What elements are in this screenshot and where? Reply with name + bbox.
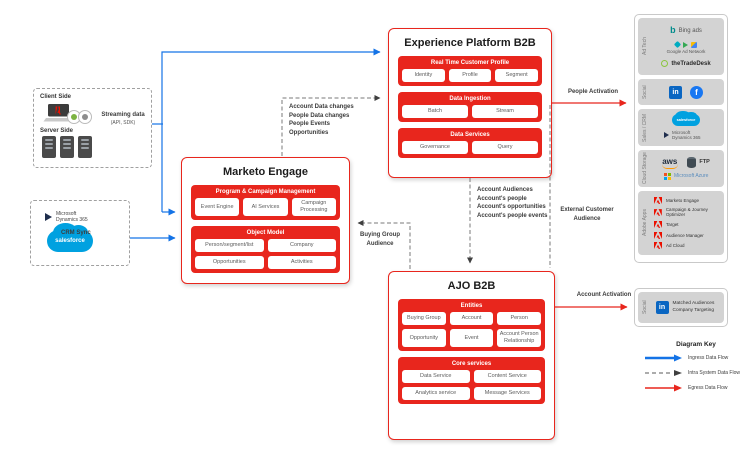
crm-sync-label: CRM Sync — [61, 230, 91, 236]
dest-group-sales-crm: Sales / CRM salesforce Microsoft Dynamic… — [638, 109, 724, 146]
adobe-icon — [654, 196, 662, 204]
chip-activities: Activities — [267, 256, 336, 270]
adobe-icon — [654, 231, 662, 239]
ajo-b2b-box: AJO B2B Entities Buying Group Account Pe… — [388, 271, 555, 440]
adobe-app-ad-cloud: Ad Cloud — [654, 242, 717, 250]
key-intra-system: Intra System Data Flow — [645, 369, 747, 377]
adobe-icon — [654, 208, 662, 216]
crm-sources-group: Microsoft Dynamics 365 salesforce — [30, 200, 130, 266]
salesforce-mini-logo: salesforce — [672, 110, 700, 127]
client-devices-icon — [42, 102, 145, 124]
adobe-app-marketo: Marketo Engage — [654, 196, 717, 204]
chip-person: Person — [497, 312, 542, 325]
dest-group-account-social: Social in Matched Audiences Company Targ… — [638, 292, 724, 323]
key-egress: Egress Data Flow — [645, 384, 747, 392]
marketo-section-object-model: Object Model Person/segment/list Company… — [191, 226, 340, 274]
microsoft-icon — [663, 172, 671, 181]
dynamics365-logo: Microsoft Dynamics 365 — [45, 211, 123, 224]
epp-to-ajo-label: Account Audiences Account's people Accou… — [477, 187, 548, 220]
client-side-label: Client Side — [40, 94, 72, 100]
chip-segment: Segment — [495, 69, 539, 82]
dest-group-cloud-storage: Cloud Storage aws FTP Microsoft Azure — [638, 150, 724, 187]
destinations-panel: Ad Tech b Bing ads Google Ad Network the… — [634, 14, 728, 263]
salesforce-logo: salesforce — [47, 222, 93, 252]
chip-company: Company — [267, 239, 336, 253]
external-customer-audience-label: External Customer Audience — [560, 207, 614, 222]
dynamics-chevron-icon — [664, 132, 669, 139]
chip-content-service: Content Service — [473, 370, 541, 384]
chip-data-service: Data Service — [402, 370, 470, 384]
laptop-icon — [43, 104, 75, 122]
dest-group-ad-tech: Ad Tech b Bing ads Google Ad Network the… — [638, 18, 724, 75]
dest-group-social: Social in f — [638, 79, 724, 105]
server-side-label: Server Side — [40, 128, 74, 134]
epp-section-realtime-profile: Real Time Customer Profile Identity Prof… — [398, 56, 542, 86]
chip-message-services: Message Services — [473, 387, 541, 401]
chip-event-engine: Event Engine — [195, 198, 240, 217]
egress-arrow-icon — [645, 384, 682, 392]
apple-icon — [78, 110, 92, 124]
epp-section-data-ingestion: Data Ingestion Batch Stream — [398, 92, 542, 122]
aws-logo: aws — [662, 157, 679, 170]
linkedin-icon: in — [655, 301, 669, 314]
server-racks-icon — [42, 136, 145, 158]
adobe-icon — [654, 242, 662, 250]
key-ingress: Ingress Data Flow — [645, 354, 747, 362]
chip-query: Query — [472, 141, 538, 154]
ingress-arrow-icon — [645, 354, 682, 362]
account-activation-label: Account Activation — [576, 292, 632, 298]
intra-system-arrow-icon — [645, 370, 682, 376]
facebook-icon: f — [690, 85, 703, 99]
marketo-to-epp-label: Account Data changes People Data changes… — [289, 104, 354, 137]
chip-batch: Batch — [402, 105, 468, 118]
people-activation-label: People Activation — [567, 89, 619, 95]
adobe-app-audience-manager: Audience Manager — [654, 231, 717, 239]
marketo-title: Marketo Engage — [223, 166, 308, 178]
chip-profile: Profile — [448, 69, 492, 82]
ftp-logo: FTP — [687, 156, 710, 168]
dynamics-chevron-icon — [45, 213, 52, 222]
bing-ads-logo: b Bing ads — [670, 25, 702, 35]
adobe-app-campaign-journey: Campaign & Journey Optimizer — [654, 207, 717, 217]
google-ad-network-icon — [673, 40, 697, 49]
chip-person-segment-list: Person/segment/list — [195, 239, 264, 253]
chip-opportunities: Opportunities — [195, 256, 264, 270]
chip-account: Account — [449, 312, 494, 325]
dynamics365-mini-logo: Microsoft Dynamics 365 — [664, 130, 708, 141]
experience-platform-b2b-box: Experience Platform B2B Real Time Custom… — [388, 28, 552, 178]
azure-logo: Microsoft Azure — [663, 172, 708, 181]
chip-stream: Stream — [472, 105, 538, 118]
chip-analytics-service: Analytics service — [402, 387, 470, 401]
dest-group-adobe-apps: Adobe Apps Marketo Engage Campaign & Jou… — [638, 191, 724, 255]
database-icon — [687, 156, 697, 168]
epp-title: Experience Platform B2B — [404, 37, 536, 49]
bing-icon: b — [670, 25, 676, 35]
marketo-engage-box: Marketo Engage Program & Campaign Manage… — [181, 157, 350, 284]
adobe-app-target: Target — [654, 221, 717, 229]
diagram-key-title: Diagram Key — [676, 341, 716, 348]
chip-identity: Identity — [402, 69, 445, 82]
ajo-section-entities: Entities Buying Group Account Person Opp… — [398, 299, 545, 352]
marketo-section-program-campaign: Program & Campaign Management Event Engi… — [191, 185, 340, 221]
tradedesk-logo: theTradeDesk — [661, 60, 711, 67]
chip-event: Event — [449, 329, 494, 348]
streaming-data-label: Streaming data (API, SDK) — [101, 112, 145, 126]
buying-group-audience-label: Buying Group Audience — [360, 232, 400, 247]
chip-opportunity: Opportunity — [402, 329, 446, 348]
adobe-icon — [654, 221, 662, 229]
diagram-key: Diagram Key Ingress Data Flow Intra Syst… — [645, 341, 747, 399]
chip-buying-group: Buying Group — [402, 312, 446, 325]
client-server-group: Client Side Server Side — [33, 88, 152, 168]
google-ad-network-logo: Google Ad Network — [667, 40, 705, 54]
linkedin-icon: in — [669, 85, 682, 99]
ajo-title: AJO B2B — [447, 280, 496, 292]
chip-account-person-relationship: Account Person Relationship — [497, 329, 542, 348]
chip-campaign-processing: Campaign Processing — [291, 198, 336, 217]
chip-governance: Governance — [402, 141, 468, 154]
chip-ai-services: AI Services — [243, 198, 288, 217]
account-activation-panel: Social in Matched Audiences Company Targ… — [634, 288, 728, 327]
ajo-section-core-services: Core services Data Service Content Servi… — [398, 357, 545, 405]
epp-section-data-services: Data Services Governance Query — [398, 128, 542, 158]
tradedesk-icon — [661, 60, 669, 67]
